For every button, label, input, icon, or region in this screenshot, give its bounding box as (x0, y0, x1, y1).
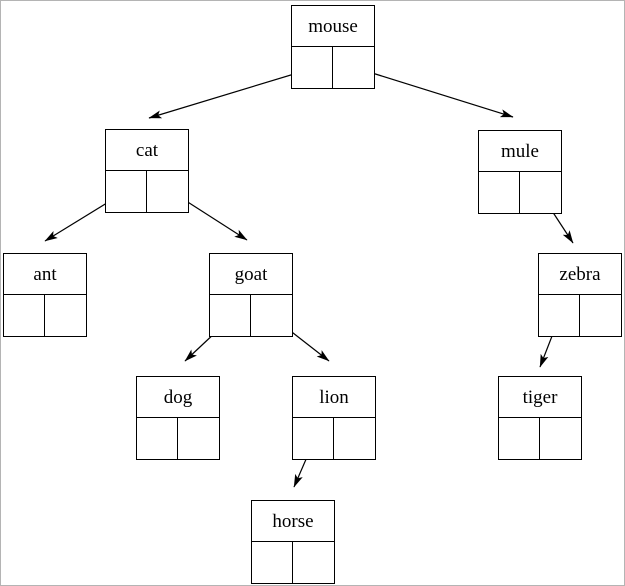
right-pointer-cell-horse (293, 542, 334, 583)
arrow-mouse-left-to-cat (148, 67, 315, 119)
node-label-horse: horse (252, 501, 334, 542)
pointer-cells-mouse (292, 47, 374, 88)
left-pointer-cell-goat (210, 295, 251, 336)
pointer-cells-cat (106, 171, 188, 212)
tree-node-tiger: tiger (498, 376, 582, 460)
left-pointer-cell-lion (293, 418, 334, 459)
right-pointer-cell-mule (520, 172, 561, 213)
tree-node-dog: dog (136, 376, 220, 460)
pointer-cells-lion (293, 418, 375, 459)
node-label-mouse: mouse (292, 6, 374, 47)
node-label-mule: mule (479, 131, 561, 172)
pointer-cells-ant (4, 295, 86, 336)
left-pointer-cell-horse (252, 542, 293, 583)
node-label-lion: lion (293, 377, 375, 418)
tree-node-cat: cat (105, 129, 189, 213)
left-pointer-cell-dog (137, 418, 178, 459)
tree-node-mouse: mouse (291, 5, 375, 89)
node-label-ant: ant (4, 254, 86, 295)
node-label-tiger: tiger (499, 377, 581, 418)
node-label-dog: dog (137, 377, 219, 418)
arrow-mouse-right-to-mule (352, 66, 514, 118)
right-pointer-cell-lion (334, 418, 375, 459)
pointer-cells-horse (252, 542, 334, 583)
pointer-cells-dog (137, 418, 219, 459)
left-pointer-cell-ant (4, 295, 45, 336)
tree-node-zebra: zebra (538, 253, 622, 337)
pointer-cells-tiger (499, 418, 581, 459)
tree-node-mule: mule (478, 130, 562, 214)
left-pointer-cell-tiger (499, 418, 540, 459)
right-pointer-cell-cat (147, 171, 188, 212)
tree-node-horse: horse (251, 500, 335, 584)
right-pointer-cell-zebra (580, 295, 621, 336)
tree-node-goat: goat (209, 253, 293, 337)
right-pointer-cell-mouse (333, 47, 374, 88)
left-pointer-cell-mule (479, 172, 520, 213)
node-label-cat: cat (106, 130, 188, 171)
tree-node-lion: lion (292, 376, 376, 460)
pointer-cells-goat (210, 295, 292, 336)
tree-node-ant: ant (3, 253, 87, 337)
pointer-cells-zebra (539, 295, 621, 336)
pointer-cells-mule (479, 172, 561, 213)
right-pointer-cell-ant (45, 295, 86, 336)
right-pointer-cell-tiger (540, 418, 581, 459)
left-pointer-cell-mouse (292, 47, 333, 88)
node-label-goat: goat (210, 254, 292, 295)
right-pointer-cell-dog (178, 418, 219, 459)
right-pointer-cell-goat (251, 295, 292, 336)
node-label-zebra: zebra (539, 254, 621, 295)
left-pointer-cell-cat (106, 171, 147, 212)
left-pointer-cell-zebra (539, 295, 580, 336)
